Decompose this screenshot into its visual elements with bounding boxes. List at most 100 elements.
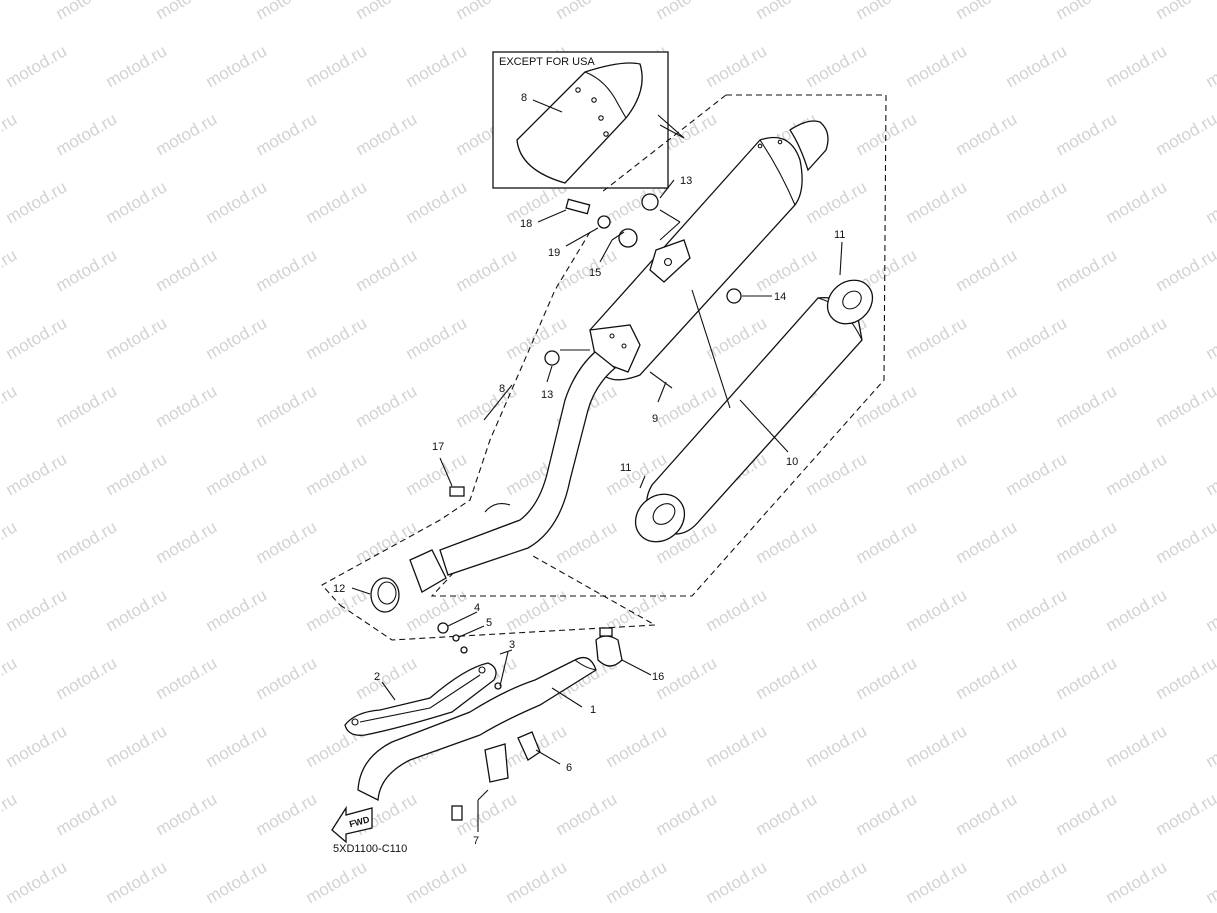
callout-inset-8: 8 <box>521 92 527 104</box>
muffler-assembly-outline-left <box>321 94 727 606</box>
watermark-text: motod.ru <box>1103 313 1171 363</box>
inset-except-usa: EXCEPT FOR USA 8 <box>492 51 685 189</box>
watermark-text: motod.ru <box>603 857 671 907</box>
watermark-text: motod.ru <box>0 109 20 159</box>
watermark-text: motod.ru <box>953 109 1021 159</box>
callout-19: 19 <box>548 247 560 259</box>
end-cap-11-upper <box>826 279 874 325</box>
watermark-text: motod.ru <box>953 653 1021 703</box>
watermark-text: motod.ru <box>0 517 20 567</box>
watermark-text: motod.ru <box>653 789 721 839</box>
watermark-text: motod.ru <box>903 449 971 499</box>
gasket-12 <box>370 549 447 613</box>
watermark-text: motod.ru <box>403 313 471 363</box>
watermark-text: motod.ru <box>553 517 621 567</box>
callout-16: 16 <box>652 671 664 683</box>
watermark-text: motod.ru <box>353 245 421 295</box>
watermark-text: motod.ru <box>0 653 20 703</box>
watermark-text: motod.ru <box>153 109 221 159</box>
watermark-text: motod.ru <box>253 0 321 23</box>
callout-14: 14 <box>774 291 786 303</box>
callout-7: 7 <box>473 835 479 847</box>
callout-18: 18 <box>520 218 532 230</box>
watermark-text: motod.ru <box>803 721 871 771</box>
watermark-text: motod.ru <box>303 449 371 499</box>
watermark-text: motod.ru <box>1053 0 1121 23</box>
watermark-text: motod.ru <box>1203 41 1217 91</box>
watermark-text: motod.ru <box>1153 653 1217 703</box>
watermark-text: motod.ru <box>803 857 871 907</box>
watermark-text: motod.ru <box>403 41 471 91</box>
callout-17: 17 <box>432 441 444 453</box>
watermark-text: motod.ru <box>1003 721 1071 771</box>
watermark-text: motod.ru <box>953 0 1021 23</box>
watermark-text: motod.ru <box>1053 789 1121 839</box>
watermark-text: motod.ru <box>403 585 471 635</box>
watermark-text: motod.ru <box>1103 177 1171 227</box>
link-pipe <box>439 351 617 576</box>
watermark-text: motod.ru <box>753 245 821 295</box>
inset-title: EXCEPT FOR USA <box>499 56 595 68</box>
watermark-text: motod.ru <box>903 721 971 771</box>
watermark-text: motod.ru <box>503 585 571 635</box>
watermark-text: motod.ru <box>203 585 271 635</box>
watermark-text: motod.ru <box>153 789 221 839</box>
watermark-text: motod.ru <box>553 789 621 839</box>
watermark-text: motod.ru <box>1053 245 1121 295</box>
watermark-text: motod.ru <box>303 857 371 907</box>
watermark-text: motod.ru <box>703 313 771 363</box>
watermark-text: motod.ru <box>1203 313 1217 363</box>
watermark-text: motod.ru <box>253 381 321 431</box>
watermark-text: motod.ru <box>153 0 221 23</box>
watermark-text: motod.ru <box>1053 109 1121 159</box>
watermark-text: motod.ru <box>503 313 571 363</box>
watermark-text: motod.ru <box>3 585 71 635</box>
watermark-text: motod.ru <box>553 0 621 23</box>
leader-lines <box>351 179 843 832</box>
watermark-text: motod.ru <box>353 0 421 23</box>
watermark-text: motod.ru <box>453 245 521 295</box>
watermark-text: motod.ru <box>1053 653 1121 703</box>
watermark-text: motod.ru <box>1153 109 1217 159</box>
watermark-text: motod.ru <box>1203 449 1217 499</box>
watermark-text: motod.ru <box>403 177 471 227</box>
watermark-text: motod.ru <box>553 245 621 295</box>
watermark-text: motod.ru <box>503 857 571 907</box>
watermark-text: motod.ru <box>953 245 1021 295</box>
diagram-code: 5XD1100-C110 <box>333 843 407 855</box>
watermark-text: motod.ru <box>53 381 121 431</box>
watermark-text: motod.ru <box>353 381 421 431</box>
callout-5: 5 <box>486 617 492 629</box>
watermark-text: motod.ru <box>53 517 121 567</box>
callout-13-lower: 13 <box>541 389 553 401</box>
watermark-text: motod.ru <box>103 721 171 771</box>
watermark-text: motod.ru <box>3 313 71 363</box>
watermark-text: motod.ru <box>853 517 921 567</box>
clamp-16 <box>595 627 623 667</box>
watermark-text: motod.ru <box>0 381 20 431</box>
watermark-text: motod.ru <box>703 857 771 907</box>
watermark-text: motod.ru <box>103 585 171 635</box>
watermark-text: motod.ru <box>653 0 721 23</box>
watermark-text: motod.ru <box>103 313 171 363</box>
callout-2: 2 <box>374 671 380 683</box>
watermark-text: motod.ru <box>1103 585 1171 635</box>
watermark-text: motod.ru <box>903 313 971 363</box>
protector-2 <box>344 662 497 736</box>
watermark-text: motod.ru <box>353 109 421 159</box>
watermark-text: motod.ru <box>103 177 171 227</box>
muffler-body <box>589 120 829 381</box>
watermark-text: motod.ru <box>253 109 321 159</box>
watermark-text: motod.ru <box>1103 721 1171 771</box>
watermark-text: motod.ru <box>403 857 471 907</box>
watermark-text: motod.ru <box>253 517 321 567</box>
flange-6 <box>484 731 541 783</box>
watermark-text: motod.ru <box>1003 177 1071 227</box>
watermark-text: motod.ru <box>3 449 71 499</box>
callout-6: 6 <box>566 762 572 774</box>
watermark-text: motod.ru <box>703 41 771 91</box>
watermark-text: motod.ru <box>903 857 971 907</box>
watermark-text: motod.ru <box>253 245 321 295</box>
watermark-text: motod.ru <box>703 721 771 771</box>
watermark-text: motod.ru <box>1153 517 1217 567</box>
